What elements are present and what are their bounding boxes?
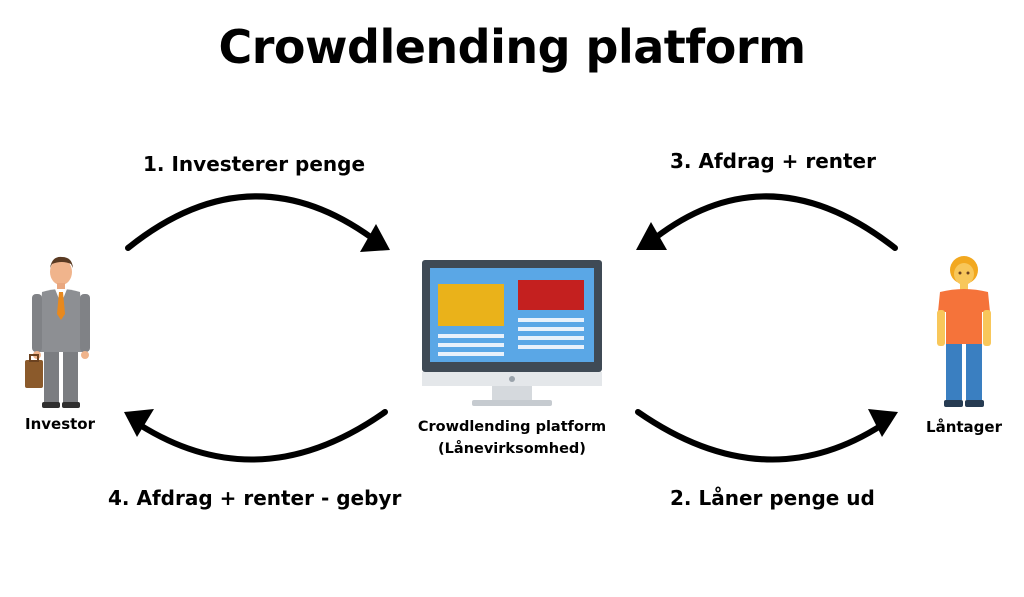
arrowhead-payout xyxy=(124,409,154,437)
arrow-payout xyxy=(137,409,388,463)
arrow-lend xyxy=(635,409,885,463)
step-2-label: 2. Låner penge ud xyxy=(670,486,875,510)
arrow-repay xyxy=(652,193,898,251)
platform-label-line1: Crowdlending platform xyxy=(417,419,607,435)
arrow-invest xyxy=(125,193,375,251)
platform-computer-icon xyxy=(422,260,602,406)
arrowhead-repay xyxy=(636,222,667,250)
step-1-label: 1. Investerer penge xyxy=(143,152,366,176)
investor-label: Investor xyxy=(24,415,95,433)
platform-label: Crowdlending platform (Lånevirksomhed) xyxy=(392,416,632,460)
arrowhead-invest xyxy=(360,224,390,252)
step-4-label: 4. Afdrag + renter - gebyr xyxy=(108,486,402,510)
borrower-figure-icon xyxy=(937,256,991,407)
page-title: Crowdlending platform xyxy=(218,20,806,74)
platform-label-line2: (Lånevirksomhed) xyxy=(438,441,586,457)
arrowhead-lend xyxy=(868,409,898,437)
investor-figure-icon xyxy=(25,256,90,408)
borrower-label: Låntager xyxy=(926,418,1002,436)
briefcase-icon xyxy=(25,360,43,388)
step-3-label: 3. Afdrag + renter xyxy=(670,149,876,173)
